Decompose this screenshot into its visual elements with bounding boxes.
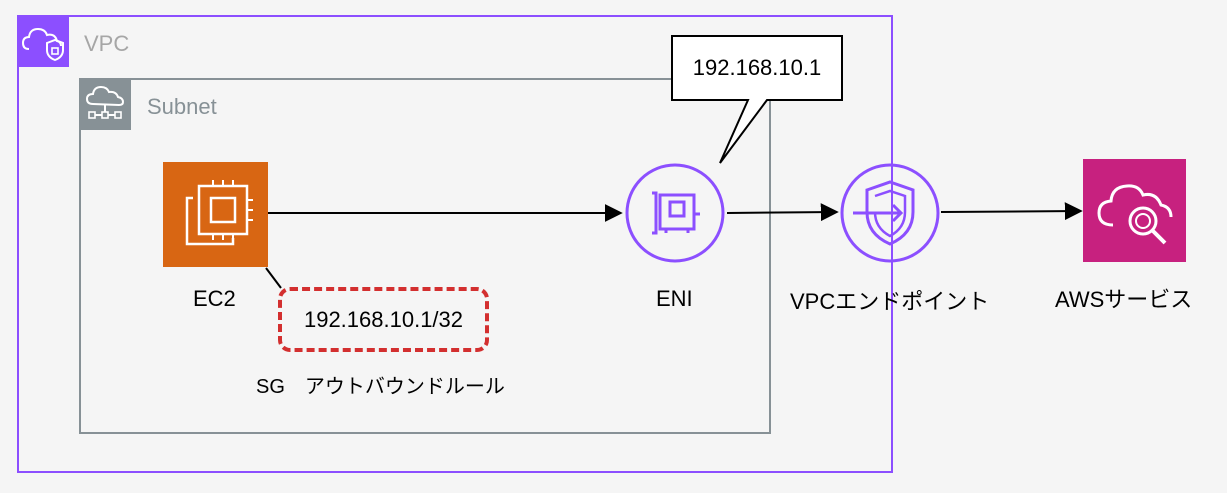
vpc-label: VPC [84, 31, 130, 56]
sg-rule-value: 192.168.10.1/32 [303, 306, 464, 332]
sg-outbound-rule-caption: SG アウトバウンドルール [256, 376, 505, 398]
vpc-endpoint-label: VPCエンドポイント [790, 289, 990, 314]
vpc-endpoint-node[interactable] [839, 162, 941, 269]
eni-node[interactable] [624, 162, 726, 269]
vpc-cloud-shield-icon [21, 27, 64, 62]
eni-label: ENI [656, 286, 693, 311]
vpc-badge [17, 15, 69, 67]
subnet-cloud-network-icon [85, 85, 125, 119]
ec2-chip-icon [185, 180, 253, 246]
eni-ip-callout-text: 192.168.10.1 [692, 55, 822, 80]
ec2-instance-node[interactable] [163, 162, 268, 267]
subnet-badge [79, 78, 131, 130]
aws-service-label: AWSサービス [1055, 287, 1193, 312]
endpoint-shield-arrow-icon [840, 163, 940, 263]
endpoint-to-aws-service-arrow [940, 202, 1083, 221]
subnet-label: Subnet [147, 94, 217, 119]
ec2-label: EC2 [193, 286, 236, 311]
subnet-group-boundary [79, 78, 771, 434]
sg-outbound-rule-box[interactable]: 192.168.10.1/32 [278, 287, 489, 352]
cloud-search-icon [1097, 184, 1173, 245]
aws-service-node[interactable] [1083, 159, 1186, 262]
network-interface-icon [625, 163, 725, 263]
